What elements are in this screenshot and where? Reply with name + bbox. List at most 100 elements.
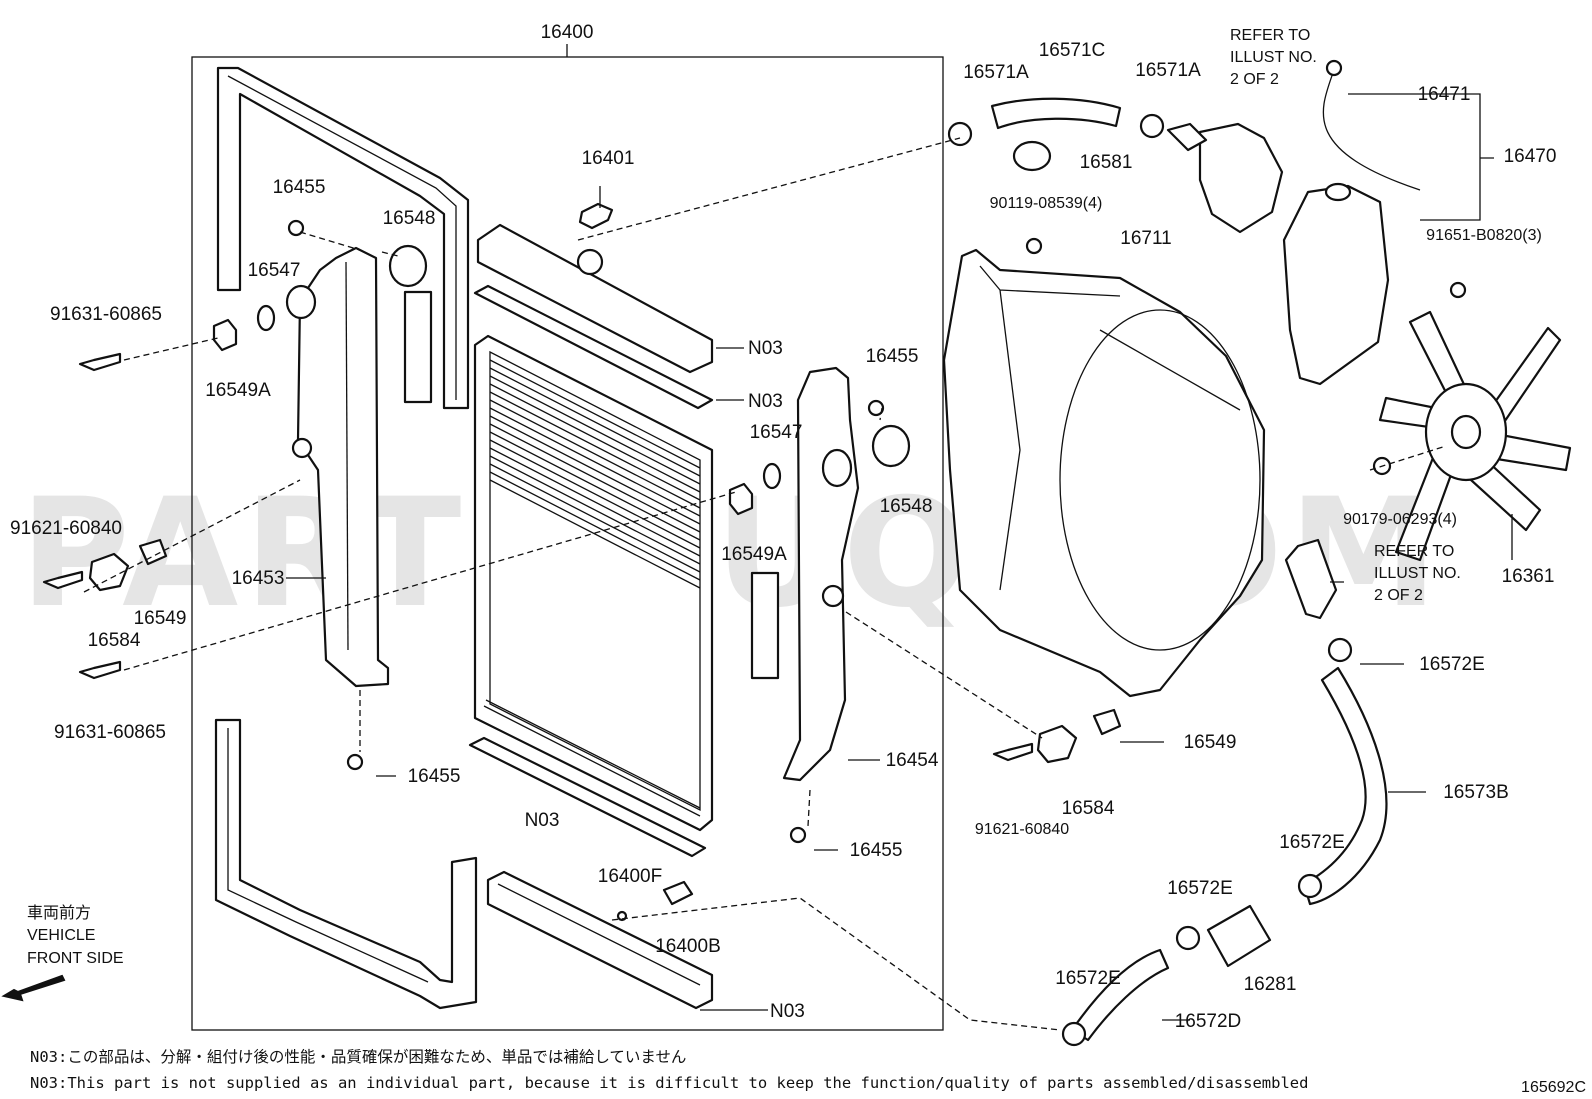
cushion-16584-right [1036, 724, 1078, 764]
callout-16571C: 16571C [1039, 40, 1106, 61]
water-inlet-part [1198, 122, 1284, 234]
callout-16571A: 16571A [1135, 60, 1201, 81]
svg-text:FRONT SIDE: FRONT SIDE [27, 950, 124, 967]
callout-16581: 16581 [1080, 152, 1133, 173]
callout-16573B: 16573B [1443, 782, 1509, 803]
cushion-16548-left [388, 244, 428, 288]
callout-91651-B0820: 91651-B0820(3) [1426, 227, 1542, 244]
callout-16547: 16547 [750, 422, 803, 443]
water-outlet-part [1284, 538, 1338, 620]
bolt-91621-right [992, 742, 1034, 762]
callout-n03: N03 [525, 810, 560, 831]
callout-16548: 16548 [383, 208, 436, 229]
bolt-16455-d [789, 826, 807, 844]
cushion-16549-right [1092, 708, 1122, 736]
callout-90179-06293: 90179-06293(4) [1343, 511, 1457, 528]
callout-16572E: 16572E [1055, 968, 1121, 989]
pipe-16281 [1206, 904, 1272, 968]
refer-to-note-bottom: REFER TO ILLUST NO. 2 OF 2 [1374, 543, 1461, 604]
svg-text:VEHICLE: VEHICLE [27, 927, 95, 944]
clamp-16572E-a [1327, 637, 1353, 663]
callout-16547: 16547 [248, 260, 301, 281]
callout-16571A: 16571A [963, 62, 1029, 83]
callout-n03: N03 [748, 338, 783, 359]
cushion-16584-left [88, 552, 130, 592]
callout-16455: 16455 [408, 766, 461, 787]
callout-16549A: 16549A [205, 380, 271, 401]
svg-text:2 OF 2: 2 OF 2 [1230, 71, 1279, 88]
footnote-jp: N03:この部品は、分解・組付け後の性能・品質確保が困難なため、単品では補給して… [30, 1048, 686, 1066]
vehicle-front-indicator: 車両前方 VEHICLE FRONT SIDE [1, 904, 124, 1002]
callout-16572D: 16572D [1175, 1011, 1242, 1032]
lower-tank-part [486, 870, 714, 1010]
refer-to-note-top: REFER TO ILLUST NO. 2 OF 2 [1230, 27, 1317, 88]
svg-text:REFER TO: REFER TO [1230, 27, 1310, 44]
callout-16455: 16455 [273, 177, 326, 198]
callout-16455: 16455 [850, 840, 903, 861]
grommet-16549A-right [728, 482, 754, 516]
bottom-seal-part [214, 718, 478, 1010]
clamp-16571A-right [1139, 113, 1165, 139]
footnote-en: N03:This part is not supplied as an indi… [30, 1074, 1308, 1092]
callout-16549: 16549 [134, 608, 187, 629]
callout-16454: 16454 [886, 750, 939, 771]
callout-16584: 16584 [1062, 798, 1115, 819]
radiator-core-part [473, 334, 714, 832]
callout-n03: N03 [770, 1001, 805, 1022]
foam-right-part [750, 571, 780, 680]
callout-16401: 16401 [582, 148, 635, 169]
bolt-16455-c [346, 753, 364, 771]
hose-16573B [1302, 666, 1388, 906]
callout-16572E: 16572E [1279, 832, 1345, 853]
callout-91621-60840: 91621-60840 [975, 821, 1069, 838]
callout-16711: 16711 [1120, 228, 1171, 249]
svg-text:REFER TO: REFER TO [1374, 543, 1454, 560]
callout-16400F: 16400F [598, 866, 662, 887]
top-seal-part [216, 66, 470, 410]
reservoir-part [1282, 184, 1390, 386]
clamp-16572E-d [1061, 1021, 1087, 1047]
callout-91631-60865: 91631-60865 [50, 304, 162, 325]
svg-text:ILLUST NO.: ILLUST NO. [1230, 49, 1317, 66]
ring-16581 [1012, 140, 1052, 172]
callout-16549: 16549 [1184, 732, 1237, 753]
callout-90119-08539: 90119-08539(4) [990, 195, 1103, 212]
washer-16547-left [256, 304, 276, 332]
gasket-lower-part [468, 736, 707, 858]
callout-16400B: 16400B [655, 936, 721, 957]
foam-left-part [403, 290, 433, 404]
callout-16572E: 16572E [1167, 878, 1233, 899]
gasket-upper-part [473, 284, 714, 410]
fan-shroud-part [942, 248, 1266, 698]
bolt-91651 [1449, 281, 1467, 299]
bolt-16455-a [287, 219, 305, 237]
callout-16549A: 16549A [721, 544, 787, 565]
upper-tank-part [476, 223, 714, 374]
hose-16571C [990, 97, 1122, 130]
cap-16401-part [578, 202, 614, 230]
bolt-91631-lower [78, 660, 122, 680]
callout-16572E: 16572E [1419, 654, 1485, 675]
bolt-16455-b [867, 399, 885, 417]
callout-91621-60840: 91621-60840 [10, 518, 122, 539]
clamp-16571A-left [947, 121, 973, 147]
bolt-91621-left [42, 570, 84, 590]
vehicle-front-arrow-icon [1, 974, 66, 1002]
cushion-16549-left [138, 538, 168, 566]
svg-text:ILLUST NO.: ILLUST NO. [1374, 565, 1461, 582]
radiator-cap-part [576, 248, 604, 276]
clamp-16572E-b [1297, 873, 1323, 899]
grommet-16549A-left [212, 318, 238, 352]
callout-16548: 16548 [880, 496, 933, 517]
fan-part [1378, 310, 1572, 562]
bolt-91631-upper [78, 352, 122, 372]
callout-16281: 16281 [1244, 974, 1297, 995]
svg-text:車両前方: 車両前方 [27, 904, 91, 922]
bolt-90119 [1025, 237, 1043, 255]
callout-16584: 16584 [88, 630, 141, 651]
callout-16470: 16470 [1504, 146, 1557, 167]
callout-16453: 16453 [232, 568, 285, 589]
callout-n03: N03 [748, 391, 783, 412]
clamp-16572E-c [1175, 925, 1201, 951]
